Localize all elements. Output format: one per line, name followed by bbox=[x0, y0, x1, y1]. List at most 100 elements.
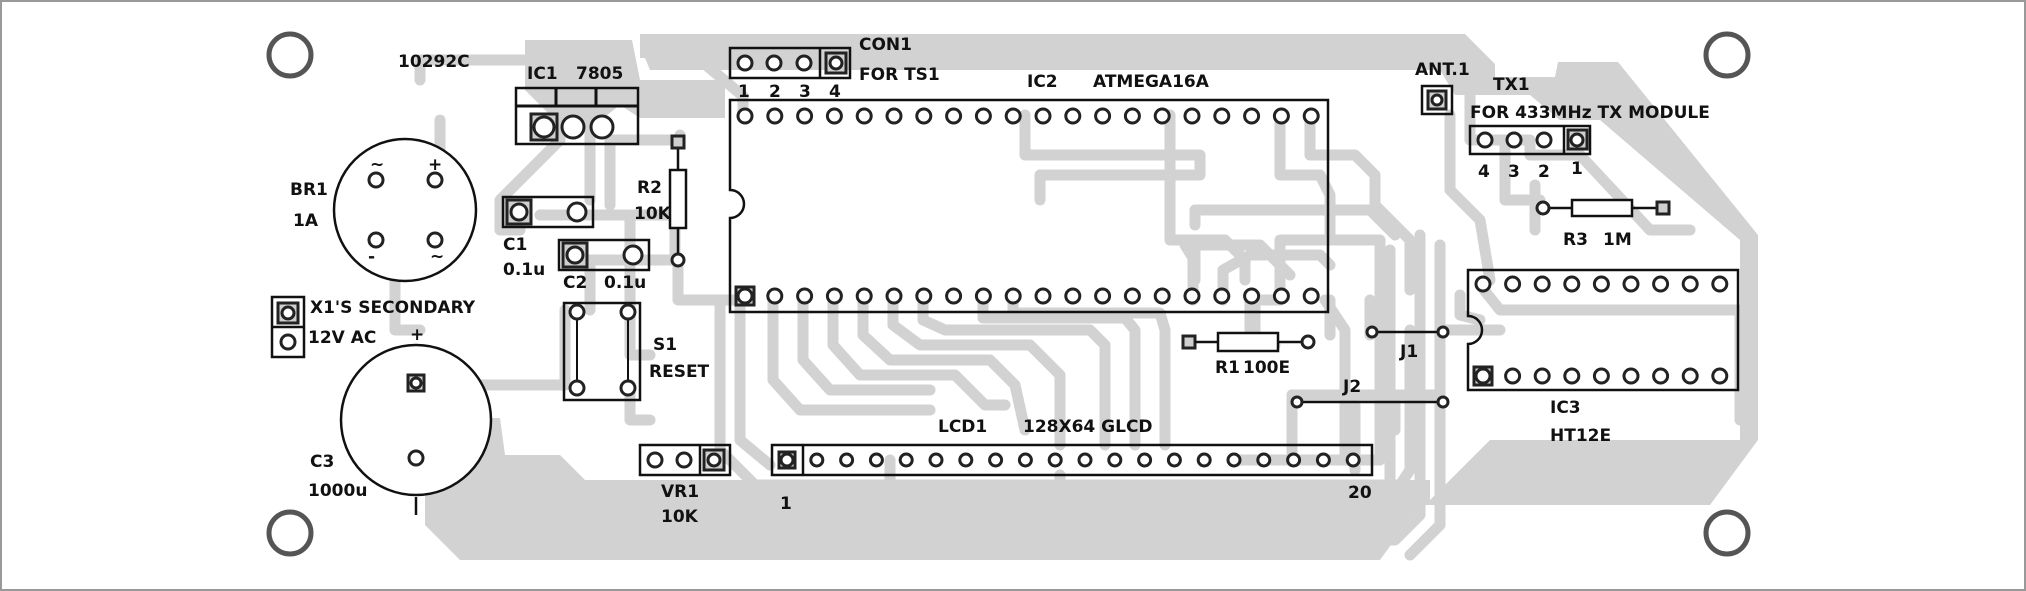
lcd1-value: 128X64 GLCD bbox=[1023, 417, 1153, 437]
ic3-bottom-pad bbox=[1504, 367, 1522, 385]
con1-pin-3: 3 bbox=[799, 82, 811, 102]
mounting-hole-top-left bbox=[266, 31, 314, 79]
r1-name: R1 bbox=[1215, 358, 1240, 378]
ic2-top-pad bbox=[1064, 107, 1082, 125]
br1-bridge: ~ + - ~ BR1 1A bbox=[290, 137, 478, 283]
lcd1-pad bbox=[1137, 452, 1153, 468]
ic2-bottom-pad bbox=[1272, 287, 1290, 305]
ic3-encoder: IC3 HT12E bbox=[1466, 268, 1740, 446]
ic3-top-pad bbox=[1533, 275, 1551, 293]
c1-value: 0.1u bbox=[503, 260, 545, 280]
ic2-bottom-pad bbox=[825, 287, 843, 305]
ic2-top-pad bbox=[1302, 107, 1320, 125]
tx1-name: TX1 bbox=[1493, 75, 1530, 95]
ic3-bottom-pins bbox=[1472, 365, 1729, 387]
x1-connector: X1'S SECONDARY 12V AC bbox=[270, 295, 476, 359]
lcd1-pad bbox=[809, 452, 825, 468]
ic2-top-pad bbox=[915, 107, 933, 125]
x1-label-line2: 12V AC bbox=[308, 328, 376, 348]
tx1-desc: FOR 433MHz TX MODULE bbox=[1470, 103, 1710, 123]
lcd1-pad bbox=[839, 452, 855, 468]
ic2-microcontroller: IC2 ATMEGA16A bbox=[728, 72, 1330, 314]
ic2-bottom-pad bbox=[915, 287, 933, 305]
ic3-top-pad bbox=[1474, 275, 1492, 293]
ic3-bottom-pad bbox=[1533, 367, 1551, 385]
ic2-top-pad bbox=[1243, 107, 1261, 125]
ic2-bottom-pad bbox=[1153, 287, 1171, 305]
ic2-bottom-pad bbox=[1213, 287, 1231, 305]
tx1-pin-3: 3 bbox=[1508, 162, 1520, 182]
ic2-top-pad bbox=[945, 107, 963, 125]
br1-minus: - bbox=[368, 247, 375, 267]
vr1-preset: VR1 10K bbox=[638, 443, 732, 527]
ic3-name: IC3 bbox=[1550, 398, 1581, 418]
ic3-value: HT12E bbox=[1550, 426, 1611, 446]
con1-pin-1: 1 bbox=[738, 82, 750, 102]
lcd1-pad bbox=[1166, 452, 1182, 468]
r3-name: R3 bbox=[1563, 230, 1588, 250]
j1-jumper: J1 bbox=[1365, 325, 1450, 362]
j2-name: J2 bbox=[1342, 377, 1361, 397]
ic2-bottom-pad bbox=[945, 287, 963, 305]
r2-resistor: R2 10K bbox=[634, 134, 688, 268]
vr1-value: 10K bbox=[661, 507, 699, 527]
ic2-top-pad bbox=[1153, 107, 1171, 125]
ic3-top-pad bbox=[1622, 275, 1640, 293]
r3-value: 1M bbox=[1603, 230, 1632, 250]
con1-pin-4: 4 bbox=[829, 82, 841, 102]
lcd1-pad bbox=[1017, 452, 1033, 468]
ic2-bottom-pad bbox=[766, 287, 784, 305]
ic2-bottom-pad bbox=[885, 287, 903, 305]
lcd1-pad bbox=[898, 452, 914, 468]
x1-label-line1: X1'S SECONDARY bbox=[310, 298, 476, 318]
lcd1-pad bbox=[1226, 452, 1242, 468]
tx1-pin-1: 1 bbox=[1571, 159, 1583, 179]
tx1-pin-2: 2 bbox=[1538, 162, 1550, 182]
ic2-top-pad bbox=[855, 107, 873, 125]
j2-jumper: J2 bbox=[1290, 377, 1450, 409]
ic2-bottom-pad bbox=[1034, 287, 1052, 305]
s1-value: RESET bbox=[649, 362, 710, 382]
br1-name: BR1 bbox=[290, 180, 328, 200]
c3-capacitor: + C3 1000u bbox=[308, 325, 493, 515]
lcd1-pad bbox=[1077, 452, 1093, 468]
lcd1-pad bbox=[779, 452, 795, 468]
ic3-top-pad bbox=[1681, 275, 1699, 293]
ic1-regulator: IC1 7805 bbox=[514, 64, 640, 146]
ic3-top-pad bbox=[1563, 275, 1581, 293]
board-code: 10292C bbox=[398, 52, 470, 72]
c2-capacitor: C2 0.1u bbox=[557, 238, 651, 293]
ic3-bottom-pad bbox=[1681, 367, 1699, 385]
ic2-bottom-pad bbox=[974, 287, 992, 305]
con1-pin-2: 2 bbox=[769, 82, 781, 102]
con1-connector: 1 2 3 4 CON1 FOR TS1 bbox=[728, 35, 940, 102]
ic3-top-pad bbox=[1652, 275, 1670, 293]
lcd1-pin-first: 1 bbox=[780, 494, 792, 514]
ic2-top-pad bbox=[1004, 107, 1022, 125]
br1-ac2: ~ bbox=[430, 247, 444, 267]
lcd1-pad bbox=[1107, 452, 1123, 468]
ic2-value: ATMEGA16A bbox=[1093, 72, 1210, 92]
ic2-top-pad bbox=[1094, 107, 1112, 125]
ic3-top-pad bbox=[1504, 275, 1522, 293]
ic2-top-pad bbox=[825, 107, 843, 125]
br1-value: 1A bbox=[293, 211, 319, 231]
lcd1-pad bbox=[1286, 452, 1302, 468]
ic2-top-pad bbox=[885, 107, 903, 125]
antenna-name: ANT.1 bbox=[1415, 60, 1470, 80]
lcd1-pad bbox=[958, 452, 974, 468]
r1-value: 100E bbox=[1243, 358, 1290, 378]
ic3-bottom-pad bbox=[1652, 367, 1670, 385]
ic2-top-pad bbox=[1272, 107, 1290, 125]
tx1-connector: TX1 FOR 433MHz TX MODULE 4 3 2 1 bbox=[1468, 75, 1710, 182]
br1-plus: + bbox=[428, 155, 442, 175]
r1-resistor: R1 100E bbox=[1181, 331, 1316, 378]
ic2-bottom-pad bbox=[736, 287, 754, 305]
ic2-bottom-pad bbox=[1183, 287, 1201, 305]
c3-plus: + bbox=[410, 325, 424, 345]
lcd1-pins bbox=[777, 450, 1361, 470]
ic2-bottom-pad bbox=[1302, 287, 1320, 305]
ic3-bottom-pad bbox=[1622, 367, 1640, 385]
s1-name: S1 bbox=[653, 335, 677, 355]
